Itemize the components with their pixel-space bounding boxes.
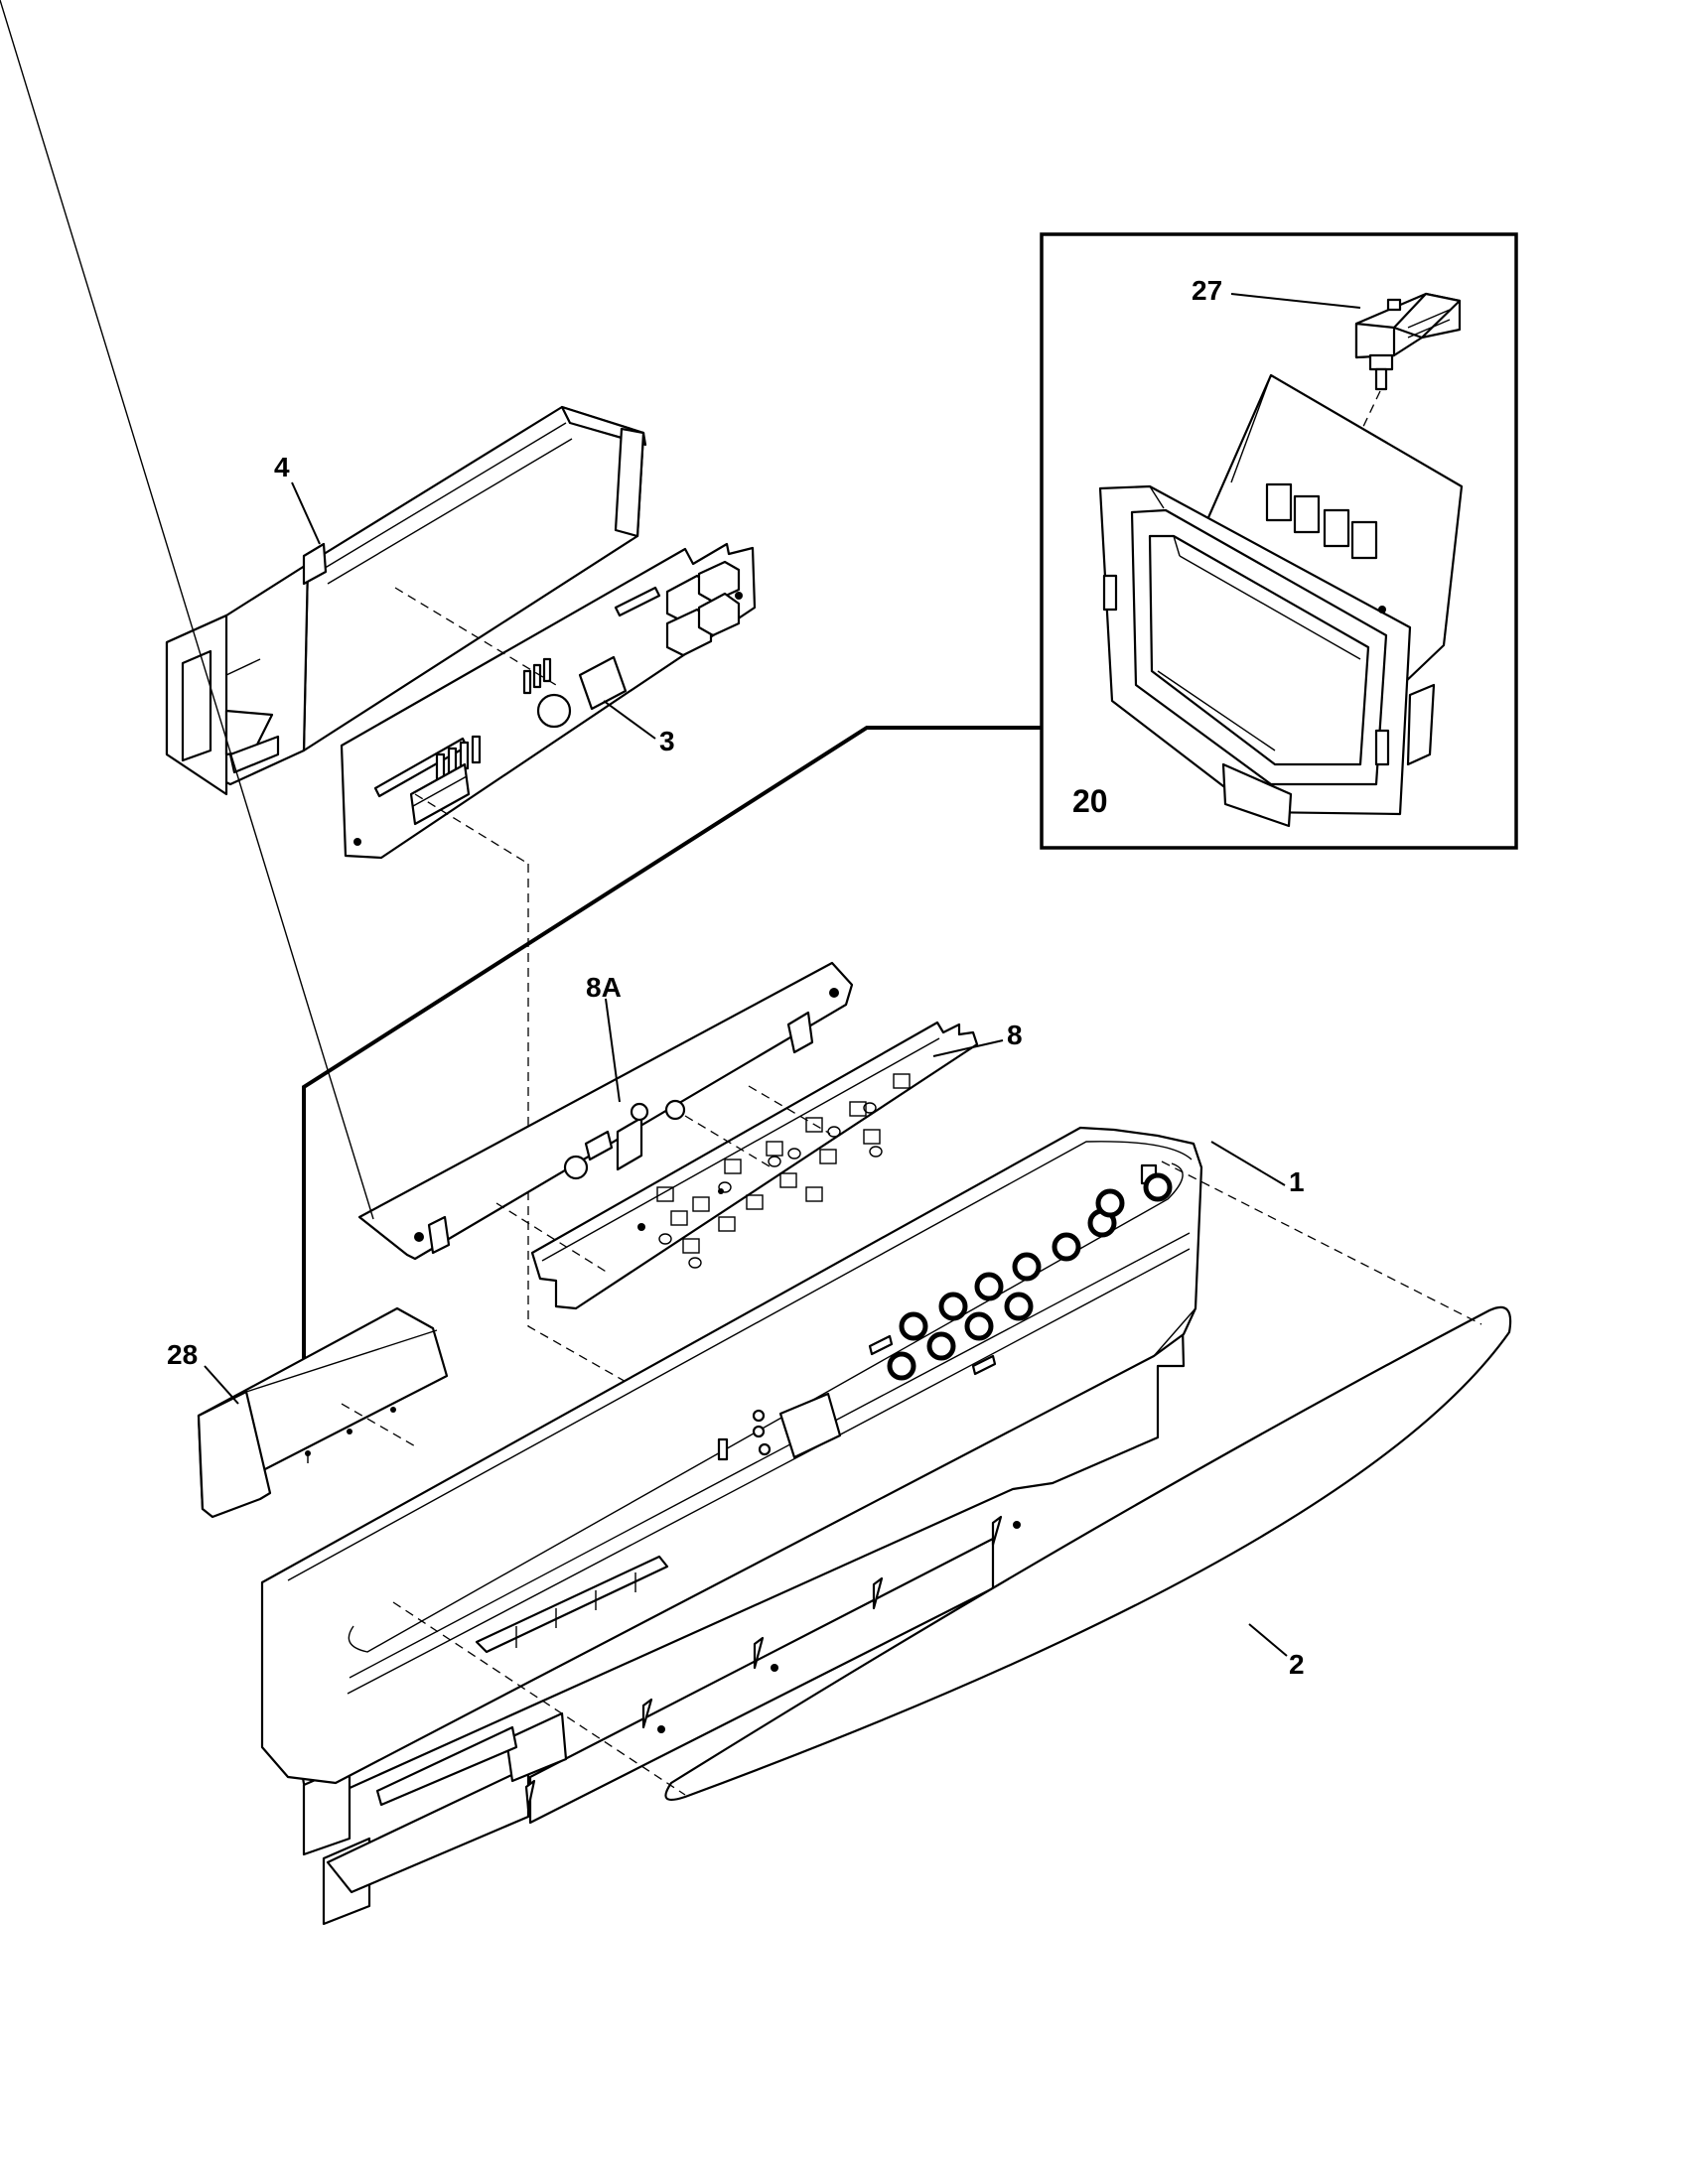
leader-1: [1210, 1141, 1286, 1186]
leader-8: [932, 1039, 1004, 1057]
callout-1: 1: [1289, 1166, 1305, 1197]
callout-27: 27: [1192, 275, 1222, 306]
part-27-dash: [1320, 390, 1381, 517]
part-2-trim-strip: [664, 1305, 1512, 1801]
dash-3-left: [414, 793, 529, 865]
dash-1-2a: [1161, 1160, 1482, 1325]
dash-3-console: [527, 864, 644, 1393]
leader-2: [1248, 1623, 1288, 1657]
dash-8a-8: [684, 1115, 775, 1170]
inset-connector-line: [302, 726, 1042, 1362]
leader-8a: [605, 998, 621, 1103]
leader-3: [603, 700, 656, 740]
part-20-dispenser: [1098, 373, 1464, 828]
leader-27: [1230, 293, 1361, 309]
part-3-control-board: [340, 542, 757, 860]
leader-28: [204, 1365, 239, 1405]
control-knobs: [887, 1172, 1173, 1381]
leader-4: [291, 481, 321, 545]
callout-4: 4: [274, 452, 290, 482]
dash-1-2b: [392, 1601, 686, 1796]
dash-4-3: [394, 587, 557, 686]
callout-2: 2: [1289, 1649, 1305, 1680]
dash-8a-console: [495, 1202, 609, 1274]
dash-8-console: [748, 1085, 831, 1135]
part-8a-support: [0, 0, 854, 1261]
callout-8a: 8A: [586, 972, 622, 1003]
callout-20: 20: [1072, 783, 1108, 819]
part-1-console: [260, 1126, 1203, 1926]
callout-28: 28: [167, 1339, 198, 1370]
callout-8: 8: [1007, 1020, 1023, 1050]
part-4-housing: [165, 405, 647, 796]
part-27-switch: [1354, 292, 1462, 391]
part-28-side-cover: [197, 1306, 449, 1519]
callout-3: 3: [659, 726, 675, 756]
